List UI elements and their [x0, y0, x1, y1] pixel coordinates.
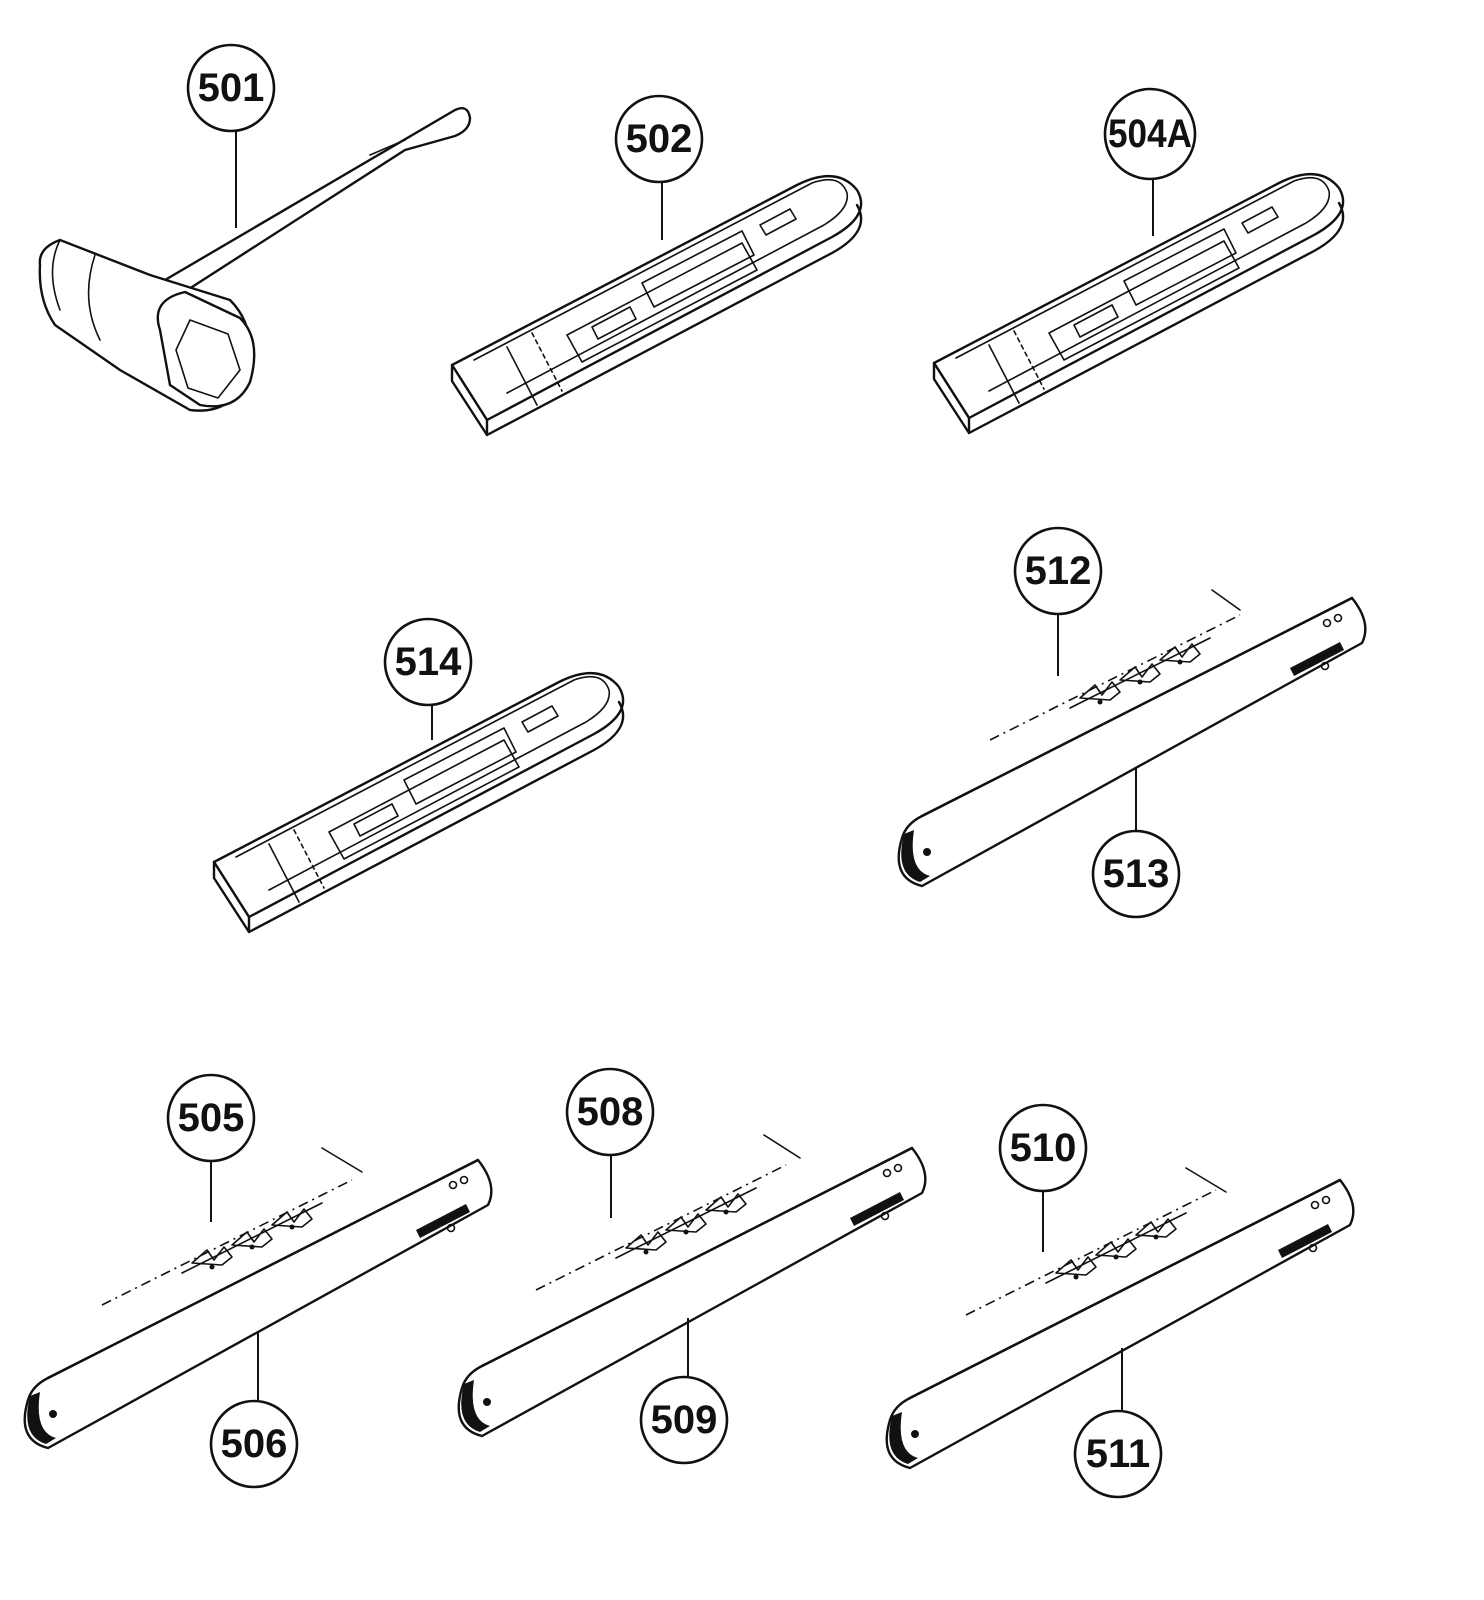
callout-514-label: 514 [395, 640, 462, 684]
callout-509: 509 [639, 1375, 729, 1465]
scabbard-504a-drawing [932, 172, 1345, 435]
callout-501: 501 [186, 43, 276, 133]
callout-502: 502 [614, 94, 704, 184]
scabbard-514-drawing [212, 671, 625, 934]
callout-508: 508 [565, 1067, 655, 1157]
callout-512-label: 512 [1025, 549, 1092, 593]
callout-508-label: 508 [577, 1090, 644, 1134]
callout-504a-label: 504A [1108, 112, 1192, 156]
callout-502-label: 502 [626, 117, 693, 161]
callout-510-label: 510 [1010, 1126, 1077, 1170]
callout-510: 510 [998, 1103, 1088, 1193]
callout-505: 505 [166, 1073, 256, 1163]
callout-504a: 504A [1103, 87, 1197, 181]
callout-506-label: 506 [221, 1422, 288, 1466]
callout-513-label: 513 [1103, 852, 1170, 896]
callout-501-label: 501 [198, 66, 265, 110]
callout-509-label: 509 [651, 1398, 718, 1442]
callout-513: 513 [1091, 829, 1181, 919]
scabbard-502-drawing [450, 174, 863, 437]
combination-wrench-drawing [38, 107, 472, 412]
callout-512: 512 [1013, 526, 1103, 616]
callout-511: 511 [1073, 1409, 1163, 1499]
callout-506: 506 [209, 1399, 299, 1489]
callout-511-label: 511 [1086, 1432, 1151, 1476]
callout-505-label: 505 [178, 1096, 245, 1140]
callout-514: 514 [383, 617, 473, 707]
